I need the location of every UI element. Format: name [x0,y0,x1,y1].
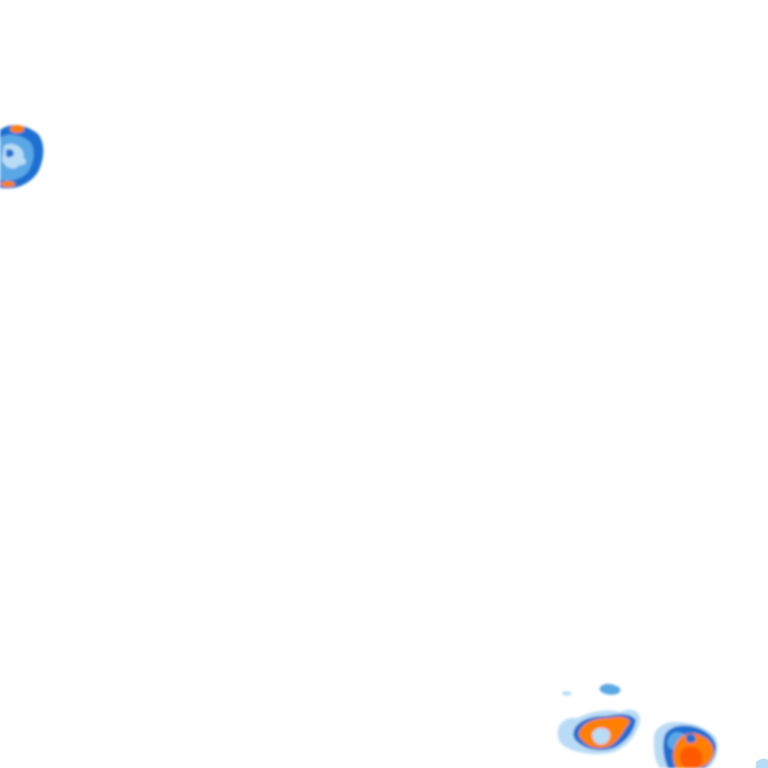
echo-cell-southeast-right[interactable] [653,722,718,768]
echo-fragment-south [756,758,768,768]
echo-cell-northwest[interactable] [0,125,44,189]
echo-cell-southeast-left[interactable] [557,683,641,755]
